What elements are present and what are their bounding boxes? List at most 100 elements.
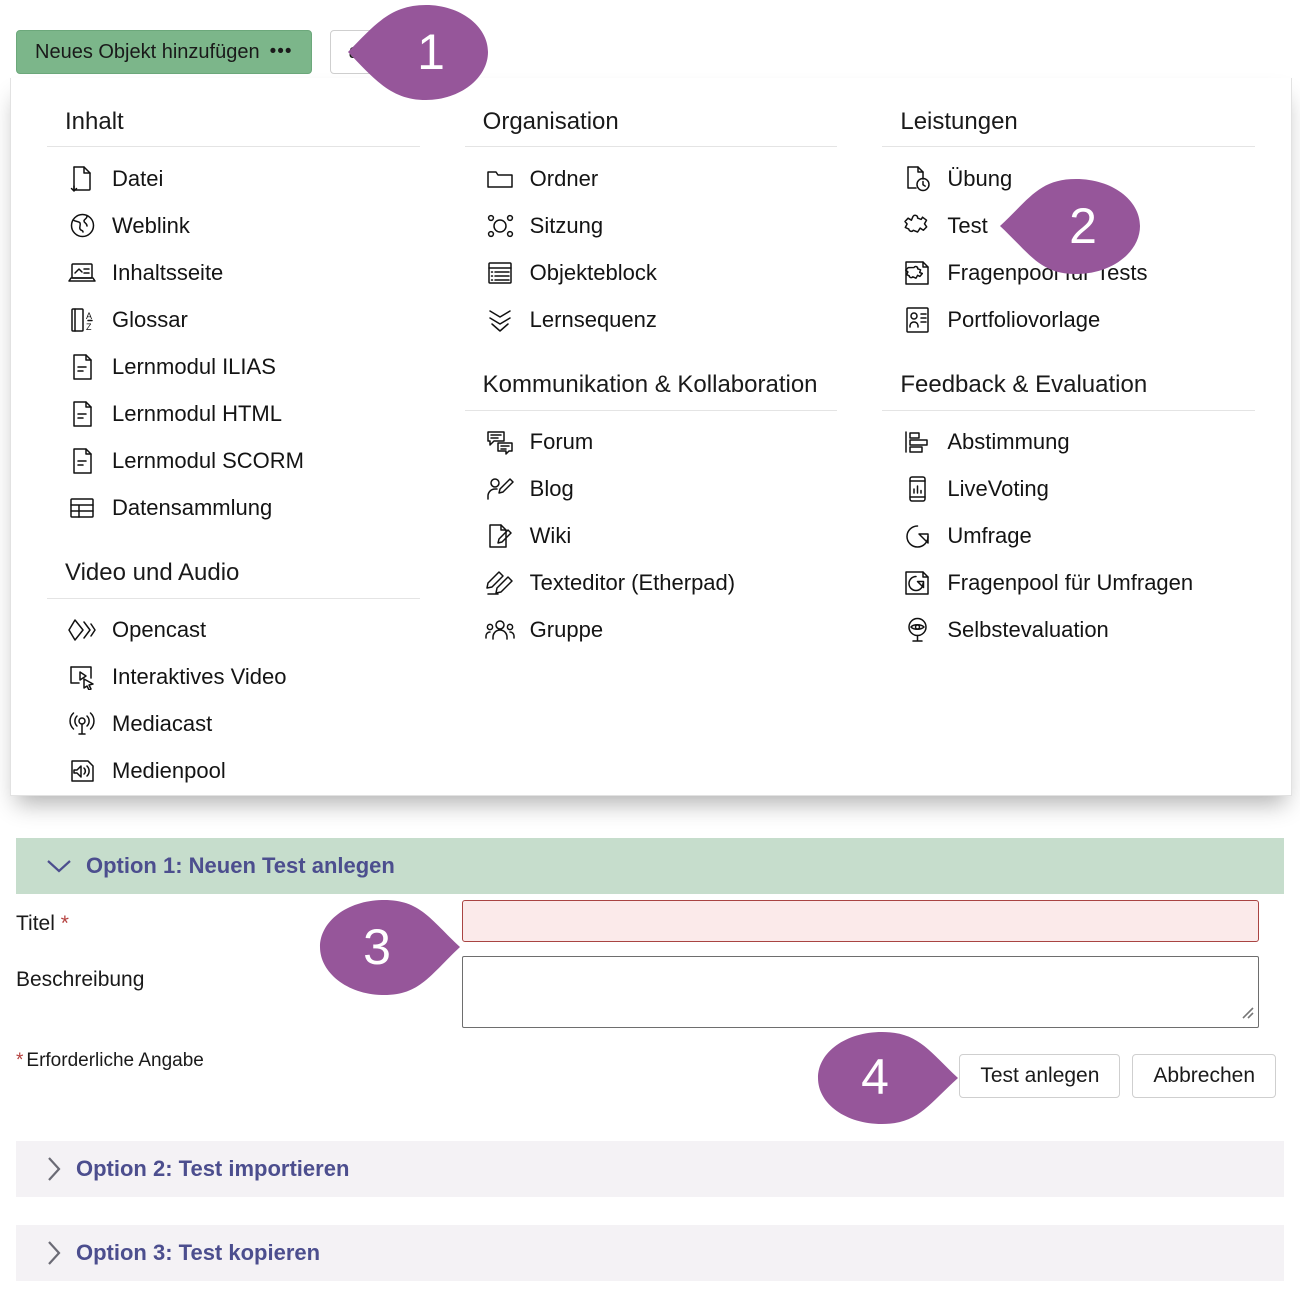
menu-item-label: Datei [112, 165, 164, 191]
option-1-title: Option 1: Neuen Test anlegen [86, 853, 395, 878]
menu-item-label: Datensammlung [112, 494, 273, 520]
option-2-accordion-header[interactable]: Option 2: Test importieren [16, 1141, 1284, 1197]
required-hint-marker: * [16, 1050, 24, 1071]
menu-item-objekteblock[interactable]: Objekteblock [465, 249, 838, 296]
menu-item-lernmodul-ilias[interactable]: Lernmodul ILIAS [47, 343, 420, 390]
question-pool-puzzle-icon [900, 258, 934, 288]
group-divider [464, 146, 838, 148]
session-nodes-icon [483, 211, 517, 241]
learning-module-icon [65, 399, 99, 429]
menu-item-label: Mediacast [112, 711, 213, 737]
portfolio-template-icon [900, 305, 934, 335]
required-hint-text: Erforderliche Angabe [26, 1050, 204, 1071]
menu-item-test[interactable]: Test [882, 202, 1255, 249]
group-divider [47, 597, 420, 599]
menu-item-label: Inhaltsseite [112, 259, 224, 285]
menu-item-abstimmung[interactable]: Abstimmung [882, 419, 1255, 466]
speaker-sound-icon [65, 756, 99, 786]
menu-item-blog[interactable]: Blog [465, 466, 838, 513]
menu-item-datei[interactable]: Datei [47, 155, 420, 202]
group-divider [882, 409, 1256, 411]
menu-item-forum[interactable]: Forum [465, 419, 838, 466]
menu-item-wiki[interactable]: Wiki [465, 513, 838, 560]
menu-item-label: LiveVoting [947, 476, 1049, 502]
menu-item-lernsequenz[interactable]: Lernsequenz [465, 296, 838, 343]
title-input[interactable] [462, 900, 1259, 942]
group-people-icon [483, 615, 517, 645]
person-pencil-icon [483, 474, 517, 504]
menu-item-label: Weblink [112, 212, 190, 238]
option-1-accordion-header[interactable]: Option 1: Neuen Test anlegen [16, 838, 1284, 894]
exercise-clock-icon [900, 164, 934, 194]
svg-text:A: A [86, 311, 92, 321]
menu-item-umfrage[interactable]: Umfrage [882, 513, 1255, 560]
menu-item-weblink[interactable]: Weblink [47, 202, 420, 249]
menu-item-label: Ordner [529, 165, 599, 191]
menu-item-medienpool[interactable]: Medienpool [47, 748, 420, 795]
cancel-button[interactable]: Abbrechen [1132, 1054, 1276, 1098]
menu-item-inhaltsseite[interactable]: Inhaltsseite [47, 249, 420, 296]
menu-item-datensammlung[interactable]: Datensammlung [47, 484, 420, 531]
menu-item-label: Lernsequenz [529, 306, 657, 332]
menu-item-sitzung[interactable]: Sitzung [465, 202, 838, 249]
option-3-title: Option 3: Test kopieren [76, 1240, 321, 1265]
pie-survey-icon [900, 521, 934, 551]
menu-item-interaktives-video[interactable]: Interaktives Video [47, 654, 420, 701]
resize-handle-icon[interactable] [1239, 1004, 1255, 1025]
new-test-form: Titel * Beschreibung *Erforderliche Anga… [16, 900, 1284, 1072]
menu-item-label: Lernmodul ILIAS [112, 353, 276, 379]
learning-module-icon [65, 352, 99, 382]
interactive-video-icon [65, 662, 99, 692]
learning-module-icon [65, 446, 99, 476]
menu-item-bung[interactable]: Übung [882, 155, 1255, 202]
menu-item-portfoliovorlage[interactable]: Portfoliovorlage [882, 296, 1255, 343]
form-actions: Test anlegen Abbrechen [947, 1054, 1276, 1098]
option-3-accordion-header[interactable]: Option 3: Test kopieren [16, 1225, 1284, 1281]
create-test-button[interactable]: Test anlegen [959, 1054, 1121, 1098]
group-title: Leistungen [900, 108, 1018, 135]
menu-item-label: Lernmodul SCORM [112, 447, 304, 473]
mobile-chart-icon [900, 474, 934, 504]
group-spacer [465, 343, 838, 371]
group-divider [882, 146, 1256, 148]
menu-item-label: Interaktives Video [112, 664, 287, 690]
menu-item-label: Test [947, 212, 988, 238]
menu-item-mediacast[interactable]: Mediacast [47, 701, 420, 748]
menu-item-fragenpool-f-r-umfragen[interactable]: Fragenpool für Umfragen [882, 560, 1255, 607]
menu-item-lernmodul-html[interactable]: Lernmodul HTML [47, 390, 420, 437]
puzzle-piece-icon [900, 211, 934, 241]
menu-item-ordner[interactable]: Ordner [465, 155, 838, 202]
required-hint: *Erforderliche Angabe [16, 1050, 1284, 1072]
menu-item-label: Abstimmung [947, 429, 1070, 455]
group-divider [47, 146, 420, 148]
menu-item-gruppe[interactable]: Gruppe [465, 607, 838, 654]
callout-marker-1: 1 [348, 5, 488, 100]
description-textarea[interactable] [462, 956, 1259, 1028]
callout-marker-2: 2 [1000, 179, 1140, 274]
menu-item-texteditor-etherpad[interactable]: Texteditor (Etherpad) [465, 560, 838, 607]
opencast-diamond-icon [65, 615, 99, 645]
broadcast-antenna-icon [65, 709, 99, 739]
group-title: Inhalt [65, 108, 124, 135]
callout-marker-4: 4 [818, 1032, 958, 1124]
menu-item-livevoting[interactable]: LiveVoting [882, 466, 1255, 513]
menu-item-selbstevaluation[interactable]: Selbstevaluation [882, 607, 1255, 654]
menu-item-label: Umfrage [947, 523, 1032, 549]
title-label-text: Titel [16, 912, 55, 935]
group-title: Feedback & Evaluation [900, 371, 1148, 399]
group-divider [464, 409, 838, 411]
menu-item-lernmodul-scorm[interactable]: Lernmodul SCORM [47, 437, 420, 484]
group-title: Kommunikation & Kollaboration [482, 371, 818, 399]
menu-item-label: Blog [529, 476, 574, 502]
menu-item-opencast[interactable]: Opencast [47, 607, 420, 654]
add-new-object-button[interactable]: Neues Objekt hinzufügen ••• [16, 30, 312, 74]
survey-pool-pie-icon [900, 568, 934, 598]
menu-item-label: Forum [529, 429, 594, 455]
description-label: Beschreibung [16, 968, 145, 991]
